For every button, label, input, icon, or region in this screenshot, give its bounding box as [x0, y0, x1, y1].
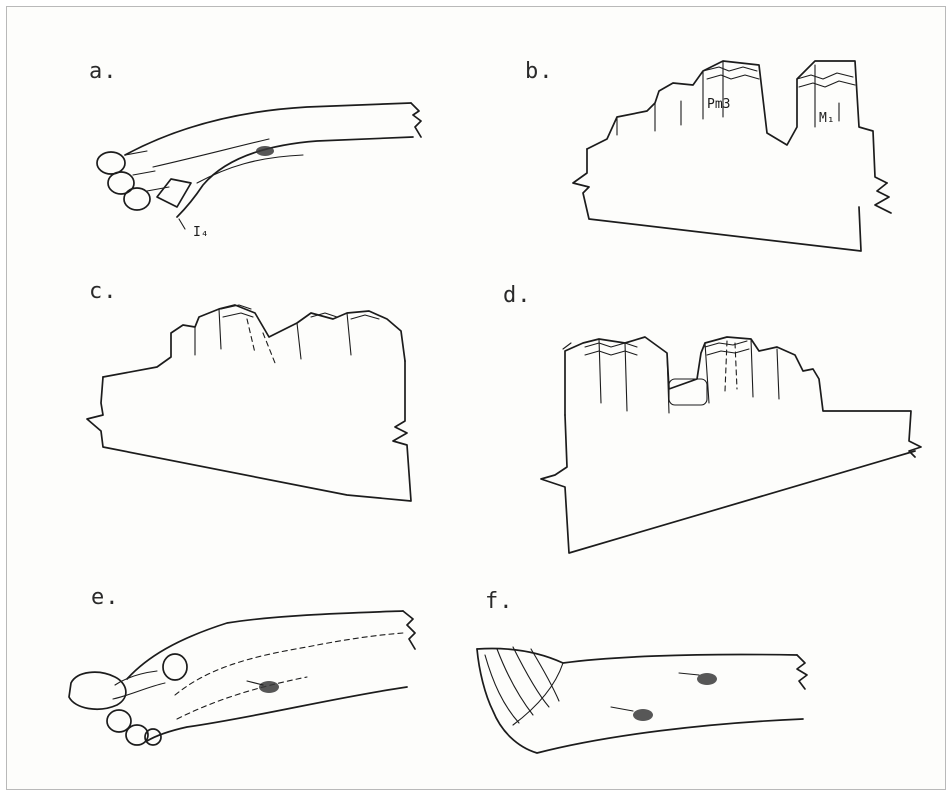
- drawing-b-jaw-side: [573, 61, 891, 251]
- drawing-a-jaw-top-view: [97, 103, 421, 229]
- figure-frame: a. b. c. d. e. f. I₄ Pm3 M₁: [6, 6, 946, 790]
- drawing-c-jaw-side: [87, 305, 411, 501]
- drawing-e-jaw-top-view: [69, 611, 415, 745]
- jaw-drawings: [7, 7, 945, 789]
- drawing-d-jaw-side: [541, 337, 921, 553]
- drawing-f-jaw-top-view: [477, 647, 807, 753]
